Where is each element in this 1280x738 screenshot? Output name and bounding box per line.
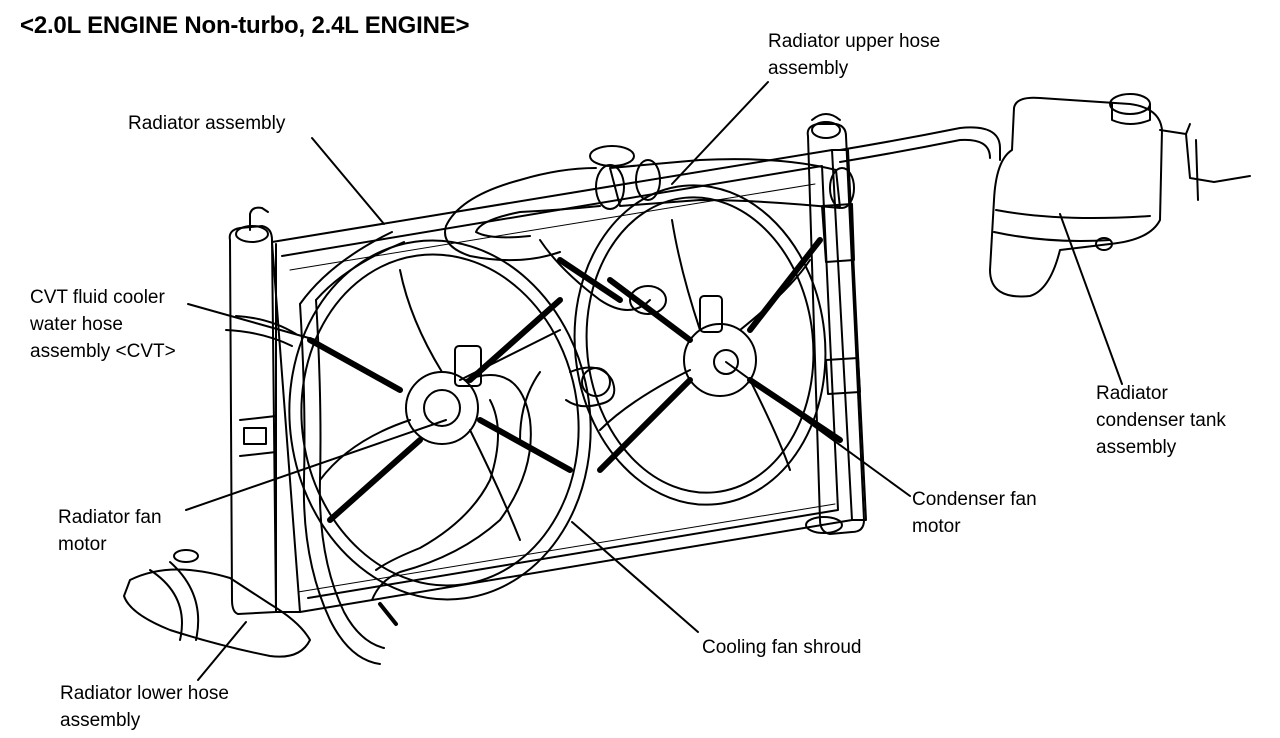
radiator-fan bbox=[266, 221, 613, 619]
label-radiator-assembly: Radiator assembly bbox=[128, 110, 285, 137]
label-line: CVT fluid cooler bbox=[30, 287, 165, 308]
label-line: condenser tank bbox=[1096, 410, 1226, 431]
label-line: assembly bbox=[60, 710, 141, 731]
label-line: Radiator assembly bbox=[128, 113, 286, 134]
label-condenser-tank: Radiator condenser tank assembly bbox=[1096, 380, 1226, 461]
leader-condenser-tank bbox=[1060, 214, 1122, 384]
label-line: Cooling fan shroud bbox=[702, 637, 862, 658]
radiator-right-tank bbox=[806, 114, 864, 534]
leader-upper-hose bbox=[672, 82, 768, 184]
label-line: water hose bbox=[30, 314, 123, 335]
lower-hose bbox=[124, 368, 614, 657]
upper-hose bbox=[445, 127, 1000, 314]
label-cvt-hose: CVT fluid cooler water hose assembly <CV… bbox=[30, 284, 176, 365]
page-title: <2.0L ENGINE Non-turbo, 2.4L ENGINE> bbox=[20, 12, 470, 39]
leader-lower-hose bbox=[198, 622, 246, 680]
label-radiator-upper-hose: Radiator upper hose assembly bbox=[768, 28, 940, 82]
label-line: assembly bbox=[768, 58, 849, 79]
radiator-core bbox=[272, 150, 866, 612]
leader-cvt-hose bbox=[188, 304, 316, 340]
label-line: Radiator fan bbox=[58, 507, 162, 528]
label-line: Radiator upper hose bbox=[768, 31, 941, 52]
label-condenser-fan-motor: Condenser fan motor bbox=[912, 486, 1037, 540]
leader-lines bbox=[186, 82, 1122, 680]
radiator-left-tank bbox=[230, 208, 276, 614]
label-radiator-fan-motor: Radiator fan motor bbox=[58, 504, 162, 558]
label-radiator-lower-hose: Radiator lower hose assembly bbox=[60, 680, 229, 734]
label-line: motor bbox=[912, 516, 961, 537]
leader-cooling-fan-shroud bbox=[572, 522, 698, 632]
condenser-fan bbox=[559, 173, 841, 517]
leader-condenser-fan-motor bbox=[726, 362, 910, 496]
cvt-hose bbox=[226, 232, 404, 664]
label-cooling-fan-shroud: Cooling fan shroud bbox=[702, 634, 862, 661]
label-line: Radiator lower hose bbox=[60, 683, 229, 704]
label-line: Radiator bbox=[1096, 383, 1168, 404]
label-line: Condenser fan bbox=[912, 489, 1037, 510]
label-line: assembly <CVT> bbox=[30, 341, 176, 362]
label-line: motor bbox=[58, 534, 107, 555]
condenser-tank bbox=[990, 94, 1250, 296]
leader-radiator-assembly bbox=[312, 138, 384, 224]
leader-radiator-fan-motor bbox=[186, 420, 446, 510]
label-line: assembly bbox=[1096, 437, 1177, 458]
